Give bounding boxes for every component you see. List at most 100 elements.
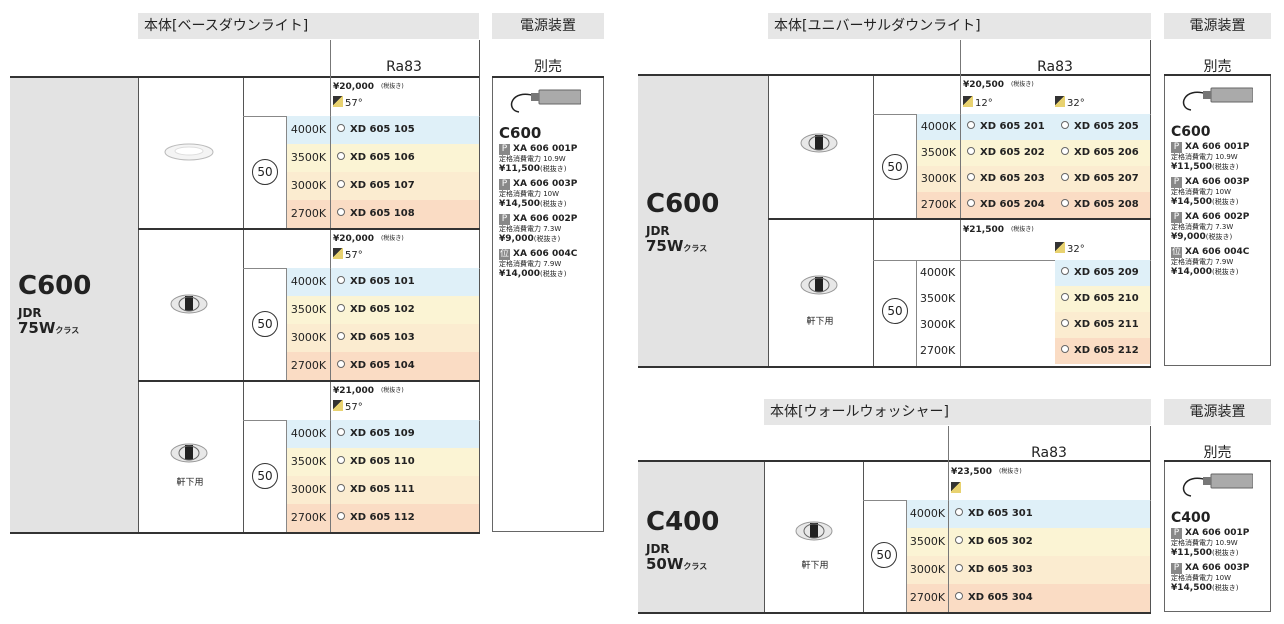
product-code[interactable]: XD 605 304	[949, 584, 1150, 612]
power-price-line: ¥9,000(税抜き)	[499, 234, 603, 245]
beam-icon	[333, 96, 343, 107]
tax-note: (税抜き)	[1212, 584, 1239, 592]
rt-separate-label: 別売	[1203, 59, 1232, 75]
rb-section-header: 本体[ウォールウォッシャー]	[764, 399, 1151, 425]
product-code[interactable]: XD 605 211	[1055, 312, 1150, 338]
product-code[interactable]: XD 605 101	[331, 268, 479, 296]
power-code[interactable]: XA 606 001P	[1185, 528, 1250, 538]
product-code[interactable]: XD 605 207	[1055, 166, 1150, 192]
power-type-icon: P	[1171, 177, 1182, 188]
beam-icon	[1055, 96, 1065, 107]
color-temp-label: 2700K	[287, 352, 330, 380]
power-code[interactable]: XA 606 001P	[513, 144, 578, 154]
product-code[interactable]: XD 605 109	[331, 420, 479, 448]
product-code[interactable]: XD 605 302	[949, 528, 1150, 556]
product-code[interactable]: XD 605 110	[331, 448, 479, 476]
color-temp-label: 3500K	[907, 528, 948, 556]
rt-table-top-rule	[638, 74, 1151, 76]
product-code[interactable]: XD 605 203	[961, 166, 1055, 192]
power-type-icon: P	[1171, 563, 1182, 574]
left-section-header: 本体[ベースダウンライト]	[138, 13, 479, 39]
product-code[interactable]: XD 605 212	[1055, 338, 1150, 364]
power-code[interactable]: XA 606 003P	[1185, 563, 1250, 573]
color-temp-label: 3500K	[287, 296, 330, 324]
product-code[interactable]: XD 605 301	[949, 500, 1150, 528]
power-code[interactable]: XA 606 004C	[1185, 247, 1250, 257]
price-text: ¥20,000	[333, 82, 374, 92]
product-code[interactable]: XD 605 303	[949, 556, 1150, 584]
product-code[interactable]: XD 605 102	[331, 296, 479, 324]
power-code[interactable]: XA 606 004C	[513, 249, 578, 259]
product-code[interactable]: XD 605 201	[961, 114, 1055, 140]
divider	[138, 380, 480, 382]
left-model-cell	[10, 78, 138, 532]
color-temp-label: 2700K	[907, 584, 948, 612]
fixture-image	[800, 275, 838, 295]
color-temp-label: 4000K	[287, 420, 330, 448]
rb-jdr: JDR	[646, 542, 670, 556]
power-code[interactable]: XA 606 001P	[1185, 142, 1250, 152]
divider	[286, 268, 287, 380]
power-price-line: ¥11,500(税抜き)	[1171, 162, 1271, 173]
power-price: ¥14,500	[499, 199, 540, 209]
divider	[479, 40, 480, 532]
power-price: ¥11,500	[1171, 162, 1212, 172]
product-code[interactable]: XD 605 104	[331, 352, 479, 380]
product-code[interactable]: XD 605 208	[1055, 192, 1150, 218]
color-temp-label: 3500K	[920, 292, 956, 305]
color-temp-label: 4000K	[907, 500, 948, 528]
product-code[interactable]: XD 605 111	[331, 476, 479, 504]
power-code[interactable]: XA 606 002P	[513, 214, 578, 224]
power-code[interactable]: XA 606 002P	[1185, 212, 1250, 222]
product-code[interactable]: XD 605 202	[961, 140, 1055, 166]
tax-note: (税抜き)	[540, 200, 567, 208]
price-text: ¥23,500	[951, 467, 992, 477]
tax-note: (税抜き)	[1212, 163, 1239, 171]
beam-angle: 32°	[1055, 96, 1085, 111]
product-code[interactable]: XD 605 112	[331, 504, 479, 532]
tax-note: (税抜き)	[1011, 226, 1034, 233]
rt-watt: 75Wクラス	[646, 237, 708, 255]
product-code[interactable]: XD 605 209	[1055, 260, 1150, 286]
divider	[138, 228, 480, 230]
product-code[interactable]: XD 605 205	[1055, 114, 1150, 140]
tax-note: (税抜き)	[1011, 81, 1034, 88]
product-code[interactable]: XD 605 108	[331, 200, 479, 228]
rt-power-top-rule	[1164, 74, 1271, 76]
power-code[interactable]: XA 606 003P	[1185, 177, 1250, 187]
color-temp-label: 3000K	[920, 318, 956, 331]
product-code[interactable]: XD 605 103	[331, 324, 479, 352]
product-code[interactable]: XD 605 105	[331, 116, 479, 144]
beam-count-circle: 50	[882, 298, 908, 324]
rt-jdr: JDR	[646, 224, 670, 238]
fixture-image	[164, 143, 214, 161]
beam-count-circle: 50	[252, 463, 278, 489]
power-code[interactable]: XA 606 003P	[513, 179, 578, 189]
rb-model-block: C400 JDR 50Wクラス	[646, 508, 719, 575]
beam-icon	[333, 248, 343, 259]
beam-angle: 57°	[333, 400, 363, 415]
color-temp-label: 3500K	[287, 448, 330, 476]
product-code[interactable]: XD 605 107	[331, 172, 479, 200]
product-code[interactable]: XD 605 106	[331, 144, 479, 172]
product-code[interactable]: XD 605 206	[1055, 140, 1150, 166]
product-code[interactable]: XD 605 210	[1055, 286, 1150, 312]
price-text: ¥21,500	[963, 225, 1004, 235]
divider	[916, 260, 917, 366]
color-temp-label: 3000K	[287, 324, 330, 352]
product-code[interactable]: XD 605 204	[961, 192, 1055, 218]
rt-ra-label: Ra83	[1037, 59, 1073, 75]
power-type-icon: P	[1171, 528, 1182, 539]
